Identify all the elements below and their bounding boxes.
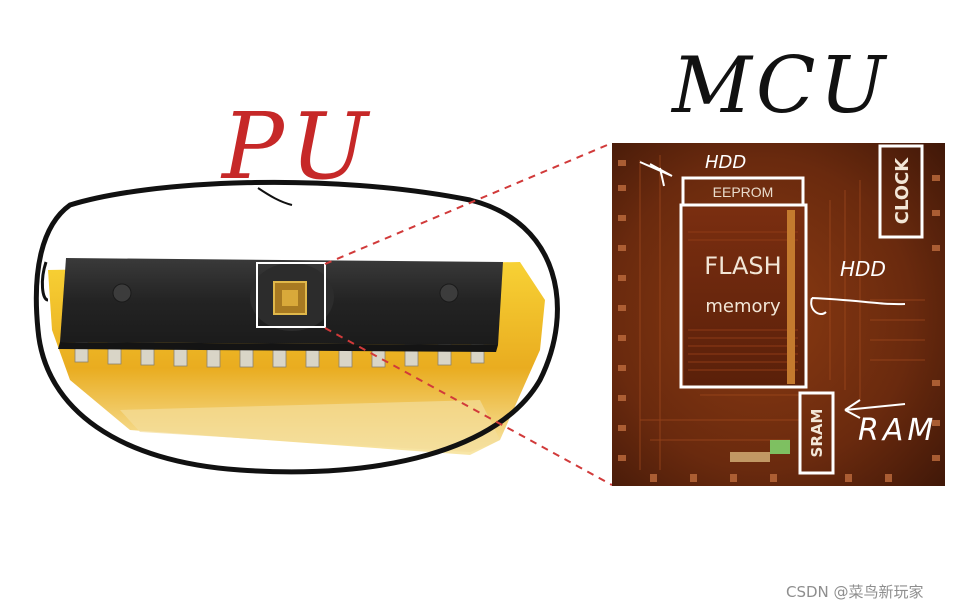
pu-underline-stroke (257, 187, 293, 206)
die-micrograph: EEPROM FLASH memory CLOCK SRAM (612, 143, 945, 486)
sram-box (798, 391, 835, 475)
pu-annotation: PU (220, 93, 376, 200)
sram-label: SRAM (808, 409, 826, 458)
memory-label: memory (705, 296, 781, 317)
watermark: CSDN @菜鸟新玩家 (786, 583, 924, 601)
hdd-right-arrow (810, 297, 906, 316)
callout-line (324, 142, 613, 486)
lasso-ellipse (33, 179, 560, 475)
flash-box (679, 203, 808, 389)
mcu-annotation: MCU (670, 41, 889, 131)
eeprom-label: EEPROM (713, 184, 774, 200)
clock-label: CLOCK (892, 157, 913, 225)
hdd-top-arrow (639, 161, 673, 187)
flash-label: FLASH (704, 252, 781, 280)
hdd-top-annotation: HDD (705, 152, 746, 173)
chip-photo (48, 258, 545, 455)
ram-arrow (844, 399, 906, 419)
ram-annotation: RAM (858, 413, 937, 448)
die-highlight-box (256, 262, 326, 328)
hdd-right-annotation: HDD (840, 257, 886, 281)
clock-box (878, 144, 924, 239)
